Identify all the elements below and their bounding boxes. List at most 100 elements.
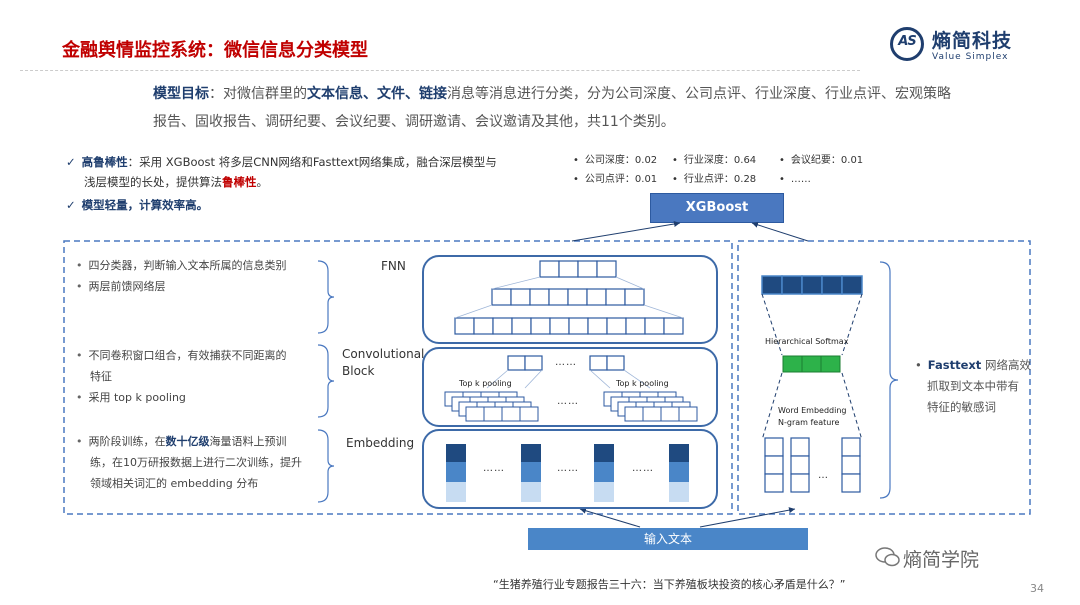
- prob-item: ……: [790, 174, 811, 185]
- bullet-dot-icon: •: [573, 155, 579, 166]
- emb-note-post: 海量语料上预训: [209, 435, 287, 448]
- brace-fasttext: [879, 261, 899, 499]
- bullet-dot-icon: •: [915, 358, 922, 372]
- header-divider: [20, 70, 860, 71]
- conv-connectors: [486, 369, 651, 389]
- embedding-columns: [446, 444, 689, 502]
- topk-label-right: Top k pooling: [616, 379, 669, 388]
- emb-ellipsis-1: ……: [483, 463, 505, 474]
- conv-label-2: Block: [342, 364, 375, 378]
- bullet-dot-icon: •: [76, 391, 83, 404]
- emb-note-bold: 数十亿级: [165, 435, 210, 448]
- cnn-dashed-frame: [63, 240, 733, 515]
- logo-company-english: Value Simplex: [932, 52, 1009, 62]
- fnn-note: 两层前馈网络层: [88, 280, 166, 293]
- check-icon: ✓: [66, 198, 76, 212]
- fasttext-output-row: [761, 275, 863, 295]
- emb-note-l3: 领域相关词汇的 embedding 分布: [90, 477, 259, 490]
- bullet-robustness-red: 鲁棒性: [222, 175, 257, 189]
- bullet-dot-icon: •: [779, 174, 785, 185]
- wechat-account-name: 熵简学院: [903, 549, 980, 571]
- bullet-robustness-text: ：采用 XGBoost 将多层CNN网络和Fasttext网络集成，融合深层模型…: [127, 155, 497, 169]
- bullet-dot-icon: •: [672, 174, 678, 185]
- fasttext-t3: 特征的敏感词: [927, 400, 996, 414]
- fasttext-connectors: [761, 293, 863, 441]
- brace-emb: [317, 429, 335, 503]
- fnn-connectors: [454, 276, 684, 319]
- bullet-lightweight: ✓ 模型轻量，计算效率高。: [66, 195, 208, 215]
- conv-notes: • 不同卷积窗口组合，有效捕获不同距离的 特征 • 采用 top k pooling: [76, 345, 287, 408]
- bullet-robustness-line2: 浅层模型的长处，提供算法: [84, 175, 222, 189]
- conv-box: [422, 347, 718, 427]
- bullet-dot-icon: •: [573, 174, 579, 185]
- bullet-dot-icon: •: [76, 435, 83, 448]
- logo-company-name: 熵简科技: [932, 30, 1013, 52]
- fasttext-ellipsis: …: [818, 470, 829, 481]
- embedding-label: Embedding: [346, 436, 415, 450]
- conv-stack-right: [603, 391, 698, 422]
- fasttext-hidden-row: [782, 355, 841, 373]
- bullet-dot-icon: •: [76, 259, 83, 272]
- hierarchical-softmax-label: Hierarchical Softmax: [765, 337, 849, 346]
- fnn-layers: [454, 260, 684, 335]
- conv-ellipsis-mid: ……: [557, 396, 579, 407]
- ngram-label: N-gram feature: [778, 418, 840, 427]
- page-number: 34: [1030, 582, 1044, 595]
- conv-label-1: Convolutional: [342, 347, 425, 361]
- conv-top-cells: [507, 355, 625, 371]
- prob-col-2: • 行业深度：0.64 • 行业点评：0.28: [672, 151, 756, 189]
- logo-mark-icon: [890, 27, 924, 61]
- goal-label: 模型目标: [153, 86, 209, 102]
- arrow-ft-xgb: [751, 221, 809, 242]
- goal-colon: ：: [209, 86, 223, 102]
- emb-note-pre: 两阶段训练，在: [88, 435, 166, 448]
- bullet-robustness-end: 。: [256, 175, 269, 189]
- fasttext-note: •Fasttext 网络高效 抓取到文本中带有 特征的敏感词: [915, 355, 1031, 418]
- emb-notes: • 两阶段训练，在数十亿级海量语料上预训 练，在10万研报数据上进行二次训练，提升…: [76, 431, 302, 494]
- goal-pre: 对微信群里的: [223, 86, 307, 102]
- bullet-dot-icon: •: [76, 349, 83, 362]
- word-embedding-label: Word Embedding: [778, 406, 847, 415]
- brace-conv: [317, 344, 335, 418]
- bullet-lightweight-text: 模型轻量，计算效率高。: [81, 198, 209, 212]
- prob-item: 行业点评：0.28: [683, 174, 757, 185]
- bullet-dot-icon: •: [779, 155, 785, 166]
- prob-item: 公司深度：0.02: [584, 155, 658, 166]
- fnn-box: [422, 255, 718, 344]
- fasttext-input-cols: [764, 437, 861, 493]
- logo-letters: AS: [898, 34, 916, 49]
- arrow-input-ft: [699, 507, 796, 528]
- prob-col-1: • 公司深度：0.02 • 公司点评：0.01: [573, 151, 657, 189]
- arrow-input-cnn: [579, 507, 641, 528]
- emb-box: [422, 429, 718, 509]
- conv-note: 采用 top k pooling: [88, 391, 186, 404]
- conv-note: 特征: [90, 370, 112, 383]
- xgboost-box: XGBoost: [650, 193, 784, 223]
- bullet-dot-icon: •: [76, 280, 83, 293]
- arrow-cnn-xgb: [571, 221, 681, 242]
- emb-ellipsis-2: ……: [557, 463, 579, 474]
- goal-keywords: 文本信息、文件、链接: [307, 86, 447, 102]
- wechat-icon: [875, 547, 900, 567]
- input-text-box: 输入文本: [528, 528, 808, 550]
- conv-ellipsis-top: ……: [555, 357, 577, 368]
- goal-post: 消息等消息进行分类，分为公司深度、公司点评、行业深度、行业点评、宏观策略报告、固…: [153, 86, 951, 130]
- fnn-note: 四分类器，判断输入文本所属的信息类别: [88, 259, 287, 272]
- conv-note: 不同卷积窗口组合，有效捕获不同距离的: [88, 349, 287, 362]
- fnn-label: FNN: [381, 259, 406, 273]
- model-goal: 模型目标：对微信群里的文本信息、文件、链接消息等消息进行分类，分为公司深度、公司…: [153, 80, 953, 136]
- prob-item: 行业深度：0.64: [683, 155, 757, 166]
- emb-note-l2: 练，在10万研报数据上进行二次训练，提升: [90, 456, 302, 469]
- conv-stack-left: [444, 391, 539, 422]
- emb-ellipsis-3: ……: [632, 463, 654, 474]
- bullet-dot-icon: •: [672, 155, 678, 166]
- prob-item: 会议纪要：0.01: [790, 155, 864, 166]
- fasttext-t2: 抓取到文本中带有: [927, 379, 1019, 393]
- check-icon: ✓: [66, 155, 76, 169]
- bullet-robustness-head: 高鲁棒性: [81, 155, 128, 169]
- prob-item: 公司点评：0.01: [584, 174, 658, 185]
- example-quote: “生猪养殖行业专题报告三十六：当下养殖板块投资的核心矛盾是什么？”: [493, 578, 846, 591]
- prob-col-3: • 会议纪要：0.01 • ……: [779, 151, 863, 189]
- slide-title: 金融舆情监控系统：微信信息分类模型: [62, 40, 368, 61]
